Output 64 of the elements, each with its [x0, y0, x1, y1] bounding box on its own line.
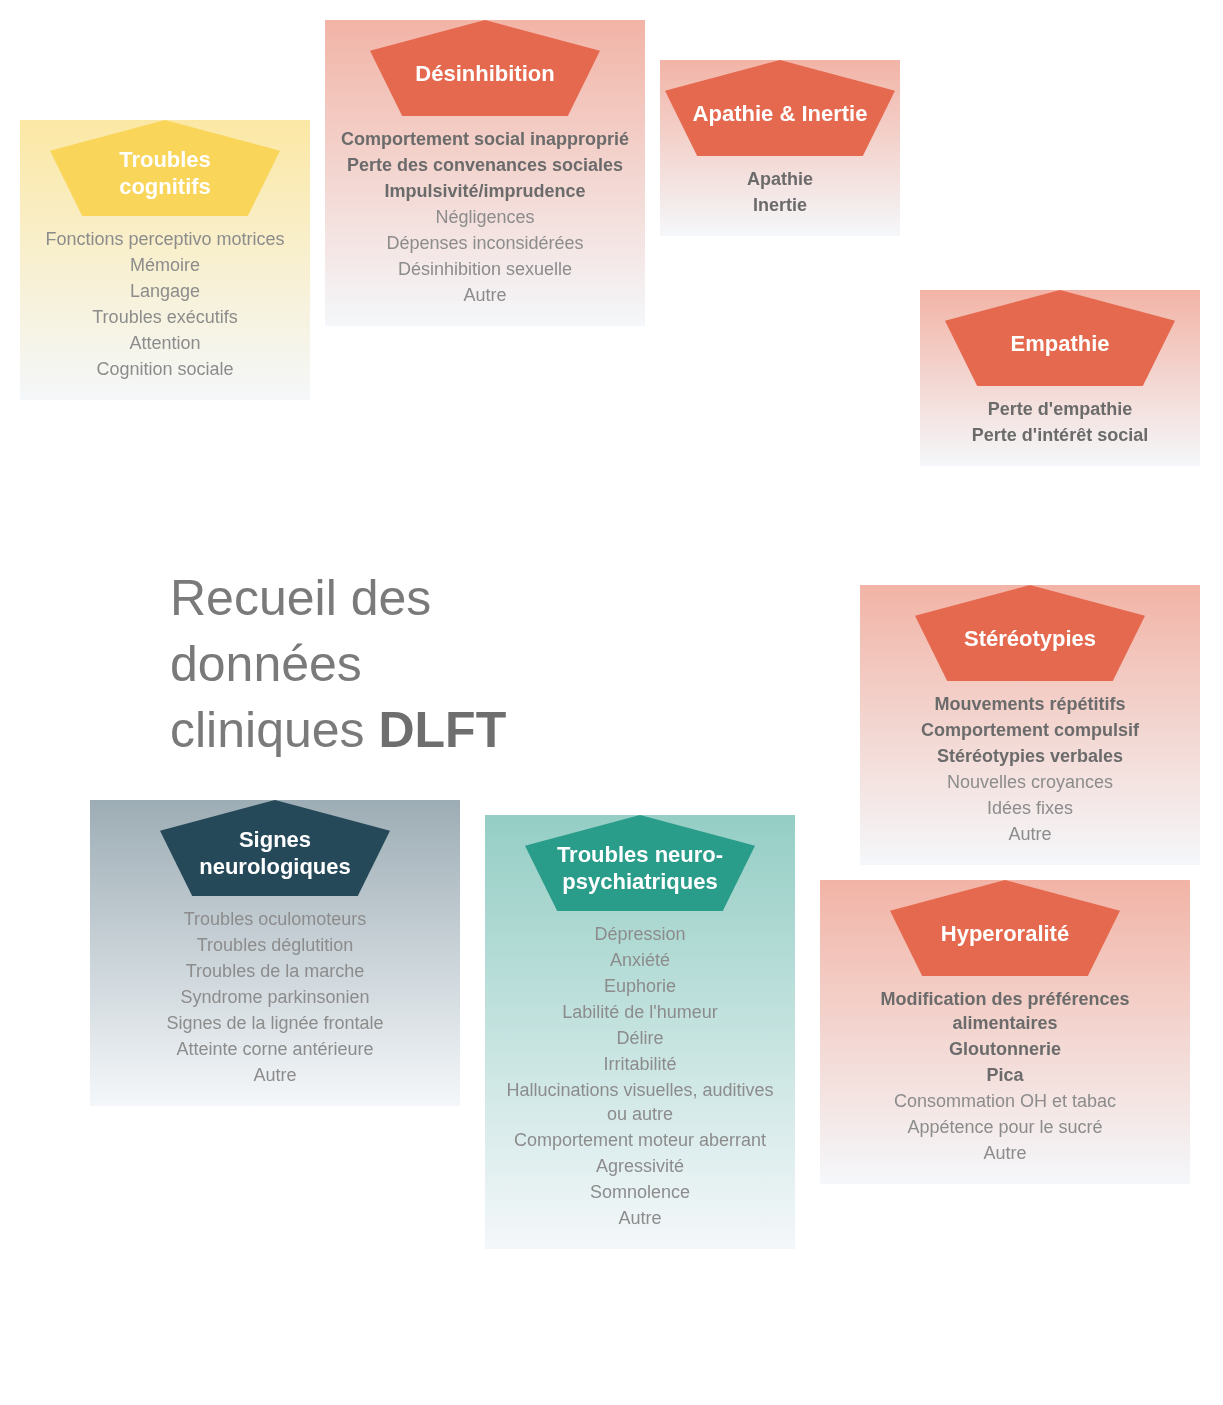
symptom-item: Fonctions perceptivo motrices: [44, 228, 286, 251]
symptom-item: Gloutonnerie: [948, 1038, 1062, 1061]
symptom-item: Langage: [128, 280, 202, 303]
category-title: Désinhibition: [415, 59, 555, 87]
symptom-item: Pica: [985, 1064, 1025, 1087]
category-title: Hyperoralité: [940, 919, 1070, 947]
category-title: Troubles neuro-psychiatriques: [555, 841, 725, 895]
symptom-item: Appétence pour le sucré: [906, 1116, 1104, 1139]
symptom-item: Autre: [982, 1142, 1028, 1165]
symptom-item: Autre: [617, 1207, 663, 1230]
category-title: Apathie & Inertie: [692, 99, 868, 127]
symptom-item: Comportement social inapproprié: [339, 128, 630, 151]
symptom-item: Perte d'intérêt social: [970, 424, 1150, 447]
symptom-item: Troubles exécutifs: [91, 306, 239, 329]
symptom-item: Autre: [252, 1064, 298, 1087]
symptom-item: Consommation OH et tabac: [892, 1090, 1118, 1113]
symptom-item: Atteinte corne antérieure: [175, 1038, 375, 1061]
symptom-item: Troubles de la marche: [184, 960, 366, 983]
symptom-item: Idées fixes: [985, 797, 1074, 820]
category-panel: [325, 20, 645, 326]
category-title: Signes neurologiques: [198, 826, 352, 880]
category-title: Empathie: [1010, 329, 1110, 357]
symptom-item: Labilité de l'humeur: [561, 1001, 719, 1024]
symptom-item: Autre: [1007, 823, 1053, 846]
symptom-item: Perte d'empathie: [986, 398, 1134, 421]
symptom-item: Syndrome parkinsonien: [179, 986, 371, 1009]
symptom-item: Autre: [462, 284, 508, 307]
symptom-item: Agressivité: [595, 1155, 685, 1178]
symptom-item: Délire: [615, 1027, 665, 1050]
symptom-item: Attention: [128, 332, 202, 355]
symptom-item: Hallucinations visuelles, auditives ou autre: [505, 1079, 775, 1126]
category-panel: [920, 290, 1200, 466]
category-title: Stéréotypies: [963, 624, 1097, 652]
symptom-item: Euphorie: [602, 975, 678, 998]
symptom-item: Comportement compulsif: [920, 719, 1140, 742]
symptom-item: Signes de la lignée frontale: [165, 1012, 385, 1035]
symptom-item: Anxiété: [608, 949, 671, 972]
category-panel: [90, 800, 460, 1106]
category-panel: [20, 120, 310, 400]
symptom-item: Mouvements répétitifs: [933, 693, 1127, 716]
symptom-item: Dépression: [593, 923, 687, 946]
symptom-item: Troubles déglutition: [195, 934, 355, 957]
category-panel: [820, 880, 1190, 1184]
symptom-item: Irritabilité: [602, 1053, 678, 1076]
symptom-item: Désinhibition sexuelle: [396, 258, 574, 281]
symptom-item: Cognition sociale: [95, 358, 235, 381]
symptom-item: Apathie: [746, 168, 814, 191]
symptom-item: Somnolence: [588, 1181, 692, 1204]
category-panel: [660, 60, 900, 236]
symptom-item: Stéréotypies verbales: [935, 745, 1125, 768]
symptom-item: Troubles oculomoteurs: [182, 908, 368, 931]
symptom-item: Dépenses inconsidérées: [385, 232, 585, 255]
symptom-item: Négligences: [434, 206, 536, 229]
symptom-item: Nouvelles croyances: [945, 771, 1115, 794]
symptom-item: Inertie: [752, 194, 808, 217]
symptom-item: Mémoire: [129, 254, 201, 277]
symptom-item: Impulsivité/imprudence: [383, 180, 587, 203]
category-title: Troubles cognitifs: [118, 146, 212, 200]
symptom-item: Modification des préférences alimentaires: [879, 988, 1131, 1035]
category-panel: [485, 815, 795, 1249]
diagram-title: Recueil des données cliniques DLFT: [170, 569, 508, 760]
category-panel: [860, 585, 1200, 865]
symptom-item: Perte des convenances sociales: [345, 154, 625, 177]
symptom-item: Comportement moteur aberrant: [512, 1129, 768, 1152]
